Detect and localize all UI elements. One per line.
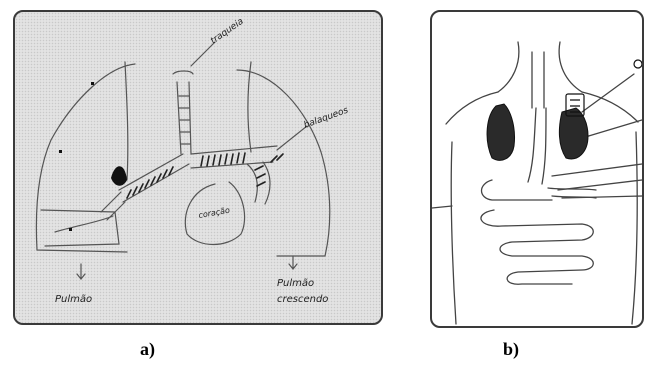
label-trachea: traqueia	[209, 17, 246, 47]
caption-b: b)	[503, 340, 519, 358]
label-heart: coração	[198, 206, 231, 220]
label-lung-right: Pulmão	[277, 278, 314, 289]
torso-sketch	[432, 12, 642, 326]
label-lung-left: Pulmão	[55, 294, 92, 305]
sketch-panel-b	[430, 10, 644, 328]
caption-a: a)	[140, 340, 155, 358]
label-bronchi: balaqueos	[303, 105, 350, 130]
sketch-panel-a: traqueia balaqueos coração Pulmão Pulmão…	[13, 10, 383, 325]
lungs-sketch: traqueia balaqueos coração Pulmão Pulmão…	[15, 12, 381, 323]
label-lung-right-growing: crescendo	[277, 294, 328, 305]
